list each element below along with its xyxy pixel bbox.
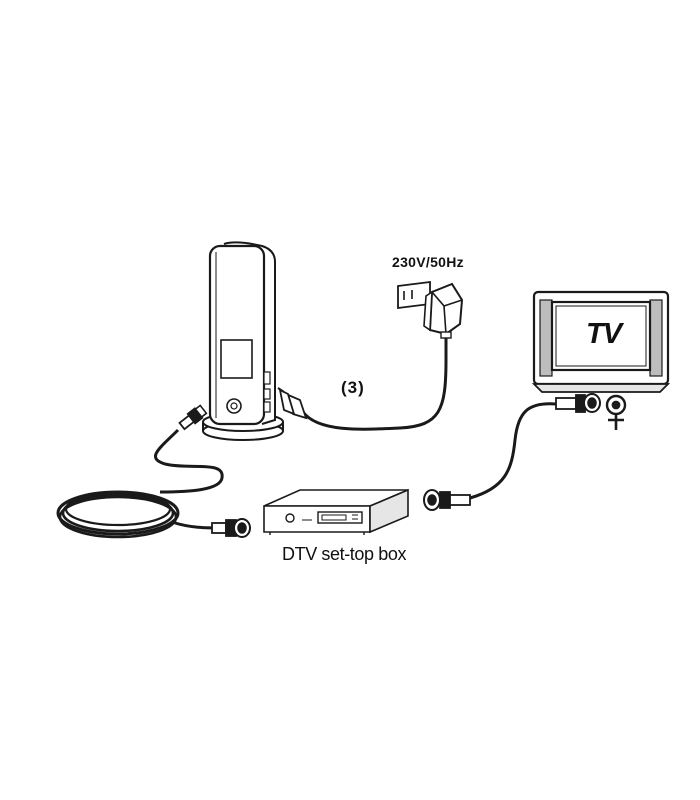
coax-plug-icon xyxy=(211,518,251,538)
power-cable xyxy=(301,318,448,431)
power-adapter-icon xyxy=(423,282,464,339)
step-number-label: (3) xyxy=(341,378,365,397)
coax-plug-icon xyxy=(555,393,601,413)
coax-cable-coil xyxy=(56,428,227,539)
power-supply-label: 230V/50Hz xyxy=(392,254,464,270)
tv-screen-label: TV xyxy=(586,318,622,350)
antenna-icon xyxy=(202,241,284,441)
antenna-symbol-icon xyxy=(605,394,627,430)
dc-plug-icon xyxy=(277,387,308,420)
coax-cable-tv xyxy=(469,402,557,500)
tv-icon xyxy=(531,290,671,393)
set-top-box-icon xyxy=(263,488,409,535)
coax-plug-icon xyxy=(423,489,471,511)
set-top-box-label: DTV set-top box xyxy=(282,544,407,564)
coax-plug-icon xyxy=(178,404,208,431)
